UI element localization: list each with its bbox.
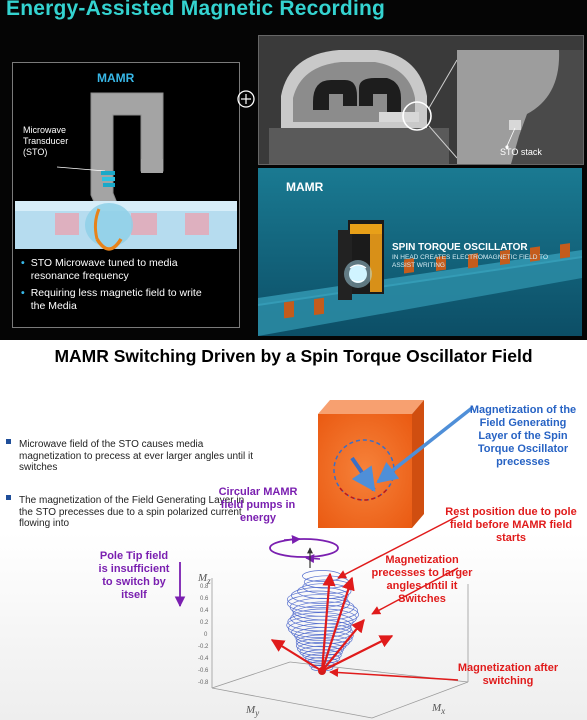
bottom-bullet-2: The magnetization of the Field Generatin… (6, 495, 255, 530)
spiral-loop (297, 642, 345, 656)
bullet-square-icon (6, 495, 11, 500)
tick-label: 0 (204, 632, 208, 638)
spiral-loop (287, 590, 348, 609)
axis-my-main: M (246, 704, 256, 716)
section-heading: MAMR Switching Driven by a Spin Torque O… (54, 346, 533, 366)
top-panel: Energy-Assisted Magnetic Recording (0, 0, 587, 340)
annotation-circular-field: Circular MAMR field pumps in energy (218, 486, 298, 524)
spiral-loop (286, 615, 352, 635)
sto-subtitle: IN HEAD CREATES ELECTROMAGNETIC FIELD TO… (392, 254, 549, 269)
fgl-cube (318, 400, 424, 528)
top-title: Energy-Assisted Magnetic Recording (6, 0, 386, 20)
tick-label: 0.2 (200, 620, 209, 626)
bottom-panel: Microwave field of the STO causes media … (0, 378, 587, 720)
axis-label-mz: Mz (198, 572, 211, 586)
transducer-label-text: Microwave Transducer (STO) (23, 125, 69, 157)
polarity-marker-icon (237, 90, 255, 108)
mamr-render-panel: MAMR SPIN TORQUE OSCILLATOR IN HEAD CREA… (258, 168, 582, 336)
bottom-bullet-1: Microwave field of the STO causes media … (6, 439, 255, 474)
axis-mz-main: M (198, 572, 208, 584)
tick-label: 0.6 (200, 596, 209, 602)
annotation-pole-tip: Pole Tip field is insufficient to switch… (98, 550, 170, 601)
axis-label-mx: Mx (432, 702, 445, 716)
axis-mx-sub: x (441, 706, 446, 717)
mamr-schematic-panel: MAMR Microwave Transducer (STO) • STO Mic… (12, 62, 240, 328)
axis-mx-main: M (432, 702, 442, 714)
bottom-bullet-2-text: The magnetization of the Field Generatin… (19, 495, 245, 529)
annotation-precesses: Magnetization precesses to larger angles… (371, 554, 473, 605)
bottom-bullet-1-text: Microwave field of the STO causes media … (19, 439, 254, 473)
bullet-dot: • (21, 257, 25, 269)
annotation-rest-position: Rest position due to pole field before M… (445, 506, 577, 544)
sto-render-illustration (258, 168, 582, 336)
axis-label-my: My (246, 704, 259, 718)
sto-stack-label: STO stack (500, 147, 542, 157)
tick-label: -0.8 (198, 680, 209, 686)
bottom-background (0, 378, 587, 720)
left-panel-title: MAMR (97, 71, 135, 85)
tick-label: -0.2 (198, 644, 209, 650)
spiral-loop (287, 612, 354, 632)
spiral-loop (287, 594, 350, 613)
sem-image-panel: STO stack (258, 35, 584, 165)
sem-cross-section (259, 36, 583, 164)
annotation-after-switching: Magnetization after switching (457, 662, 559, 687)
tick-label: -0.4 (198, 656, 209, 662)
bullet-dot: • (21, 287, 25, 299)
sto-title: SPIN TORQUE OSCILLATOR (392, 242, 528, 253)
tick-label: 0.8 (200, 584, 209, 590)
spiral-loop (295, 638, 347, 653)
left-bullet-2-text: Requiring less magnetic field to write t… (30, 287, 202, 312)
tick-label: 0.4 (200, 608, 209, 614)
spiral-loop (287, 619, 352, 638)
circular-field-ring (269, 538, 339, 558)
left-bullet-1-text: STO Microwave tuned to media resonance f… (30, 257, 178, 282)
axis-my-sub: y (255, 708, 260, 719)
magnetization-vectors (270, 572, 394, 672)
left-bullet-1: • STO Microwave tuned to media resonance … (21, 257, 211, 283)
precession-diagram (174, 400, 474, 719)
bullet-square-icon (6, 439, 11, 444)
render-panel-title: MAMR (286, 180, 324, 194)
annotation-fgl: Magnetization of the Field Generating La… (469, 404, 577, 468)
tick-label: -0.6 (198, 668, 209, 674)
axis-mz-sub: z (207, 576, 211, 587)
write-head-schematic (15, 92, 237, 251)
transducer-label: Microwave Transducer (STO) (23, 125, 68, 158)
spiral-loop (299, 645, 343, 659)
left-bullet-2: • Requiring less magnetic field to write … (21, 287, 211, 313)
